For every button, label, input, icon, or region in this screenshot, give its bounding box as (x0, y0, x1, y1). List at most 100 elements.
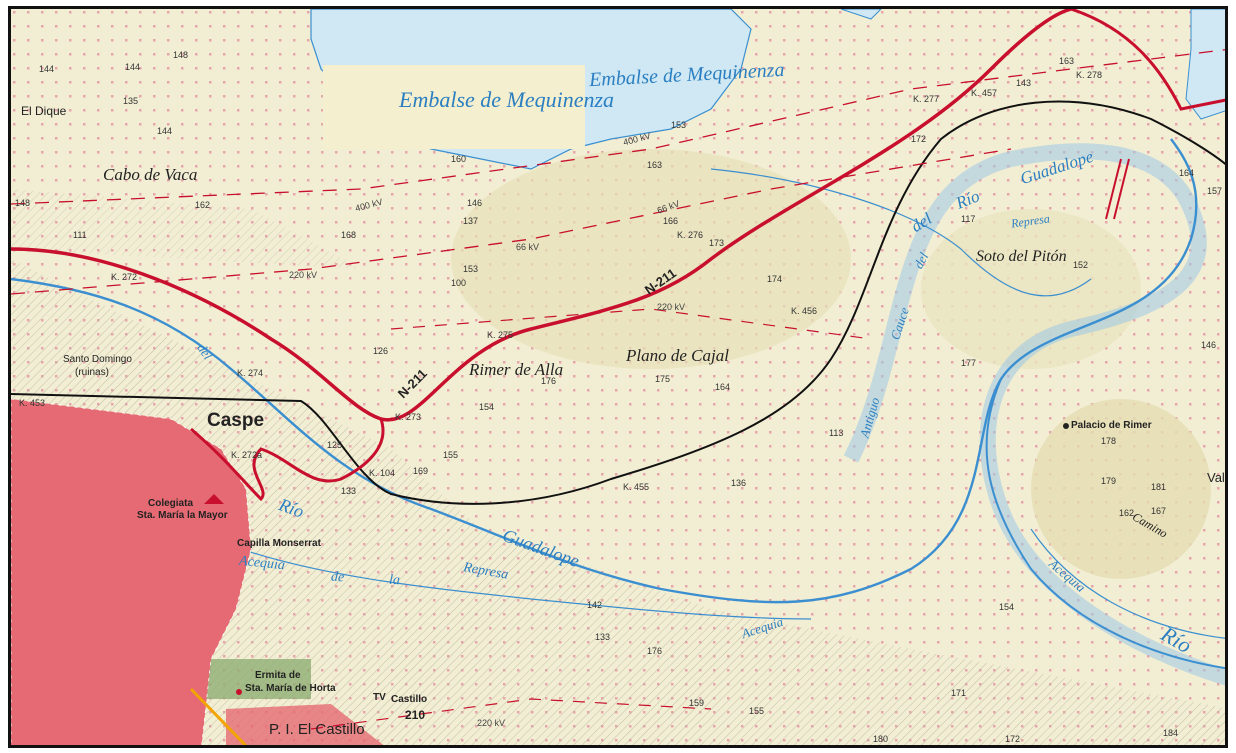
spot-height: 163 (1059, 56, 1075, 66)
represa-canal[interactable] (710, 168, 1092, 297)
industrial-area[interactable] (226, 704, 391, 748)
spot-height: 179 (1101, 476, 1117, 486)
acequia-represa[interactable] (240, 548, 812, 620)
place-pi-el-castillo[interactable]: P. I. El Castillo (269, 721, 365, 738)
spot-height: 155 (749, 706, 765, 716)
kv-66-a: 66 kV (516, 242, 540, 252)
reservoir-tip (840, 9, 882, 20)
place-soto-del-piton: Soto del Pitón (976, 248, 1067, 265)
kv-220-b: 220 kV (657, 302, 686, 312)
place-santo-domingo-note: (ruinas) (75, 367, 109, 378)
spot-height: 177 (961, 358, 977, 368)
irrigated-area (11, 259, 1225, 745)
kv-220-c: 220 kV (477, 718, 506, 728)
spot-height: 159 (689, 698, 705, 708)
place-colegiata: Colegiata (148, 498, 194, 509)
km-455: K. 455 (623, 482, 650, 492)
place-sta-maria-mayor: Sta. María la Mayor (137, 510, 228, 521)
ermita-green (201, 659, 311, 699)
spot-height: 142 (587, 600, 603, 610)
spot-height: 100 (451, 278, 467, 288)
spot-height: 168 (341, 230, 357, 240)
spot-height: 144 (125, 62, 141, 72)
place-rimer-de-alla: Rimer de Alla (469, 360, 564, 379)
spot-height: 178 (1101, 436, 1117, 446)
spot-height: 143 (1016, 78, 1032, 88)
caspe-urban[interactable] (11, 399, 251, 748)
spot-height: 136 (731, 478, 747, 488)
kv-220-a: 220 kV (289, 270, 318, 280)
reservoir-label-1: Embalse de Mequinenza (399, 87, 615, 112)
church-marker[interactable] (204, 494, 224, 504)
railway[interactable] (11, 100, 1228, 505)
spot-height: 176 (647, 646, 663, 656)
km-272: K. 272 (111, 272, 138, 282)
rimer-hill (1031, 399, 1211, 579)
spot-height: 144 (157, 126, 173, 136)
place-el-dique: El Dique (21, 104, 67, 118)
orange-road (189, 687, 248, 745)
road-n211[interactable] (11, 9, 1072, 422)
spot-height: 162 (195, 200, 211, 210)
acequia-east[interactable] (1030, 528, 1228, 639)
spot-height: 152 (1073, 260, 1089, 270)
map-frame: Embalse de Mequinenza Embalse de Mequine… (8, 6, 1228, 748)
km-278: K. 278 (1076, 70, 1103, 80)
hatched-area-west (11, 189, 361, 269)
spot-height: 163 (647, 160, 663, 170)
place-sta-maria-horta: Sta. María de Horta (245, 683, 336, 694)
spot-height: 181 (1151, 482, 1167, 492)
power-line-400kv (11, 49, 1225, 205)
power-line-south (310, 698, 712, 730)
place-palacio-de-rimer: Palacio de Rimer (1071, 420, 1152, 431)
spot-height: 184 (1163, 728, 1179, 738)
river-guadalope-east[interactable] (985, 378, 1228, 670)
town-caspe[interactable]: Caspe (207, 410, 265, 431)
river-guadalope[interactable] (11, 138, 1198, 604)
road-caspe-access[interactable] (190, 418, 385, 502)
spot-height: 176 (541, 376, 557, 386)
spot-height: 157 (1207, 186, 1223, 196)
place-castillo: Castillo (391, 694, 428, 705)
km-277: K. 277 (913, 94, 940, 104)
spot-height-castillo: 210 (405, 708, 426, 722)
spot-height: 146 (1201, 340, 1217, 350)
km-272a: K. 272a (231, 450, 263, 460)
place-plano-de-cajal: Plano de Cajal (626, 346, 729, 365)
km-456: K. 456 (791, 306, 818, 316)
spot-height: 173 (709, 238, 725, 248)
km-274: K. 274 (237, 368, 264, 378)
spot-height: 171 (951, 688, 967, 698)
palacio-marker[interactable] (1063, 423, 1069, 429)
spot-height: 154 (999, 602, 1015, 612)
spot-height: 175 (655, 374, 671, 384)
reservoir-label-panel (323, 65, 585, 149)
place-santo-domingo: Santo Domingo (63, 354, 132, 365)
km-104: K. 104 (369, 468, 396, 478)
km-453: K. 453 (19, 398, 46, 408)
spot-height: 126 (373, 346, 389, 356)
spot-height: 174 (767, 274, 783, 284)
spot-height: 133 (595, 632, 611, 642)
spot-height: 153 (671, 120, 687, 130)
ermita-marker[interactable] (236, 689, 242, 695)
km-275: K. 275 (487, 330, 514, 340)
place-capilla-monserrat: Capilla Monserrat (237, 538, 321, 549)
km-457: K. 457 (971, 88, 998, 98)
spot-height: 166 (663, 216, 679, 226)
spot-height: 148 (15, 198, 31, 208)
spot-height: 169 (413, 466, 429, 476)
spot-height: 146 (467, 198, 483, 208)
place-cabo-de-vaca: Cabo de Vaca (103, 165, 198, 184)
spot-height: 153 (463, 264, 479, 274)
spot-height: 172 (911, 134, 927, 144)
road-n211-east[interactable] (1070, 9, 1228, 111)
road-bridge (1105, 158, 1130, 220)
spot-height: 111 (73, 230, 87, 240)
spot-height: 162 (1119, 508, 1135, 518)
spot-height: 180 (873, 734, 889, 744)
km-276: K. 276 (677, 230, 704, 240)
map-canvas[interactable] (11, 9, 1228, 748)
spot-height: 154 (479, 402, 495, 412)
spot-height: 160 (451, 154, 467, 164)
